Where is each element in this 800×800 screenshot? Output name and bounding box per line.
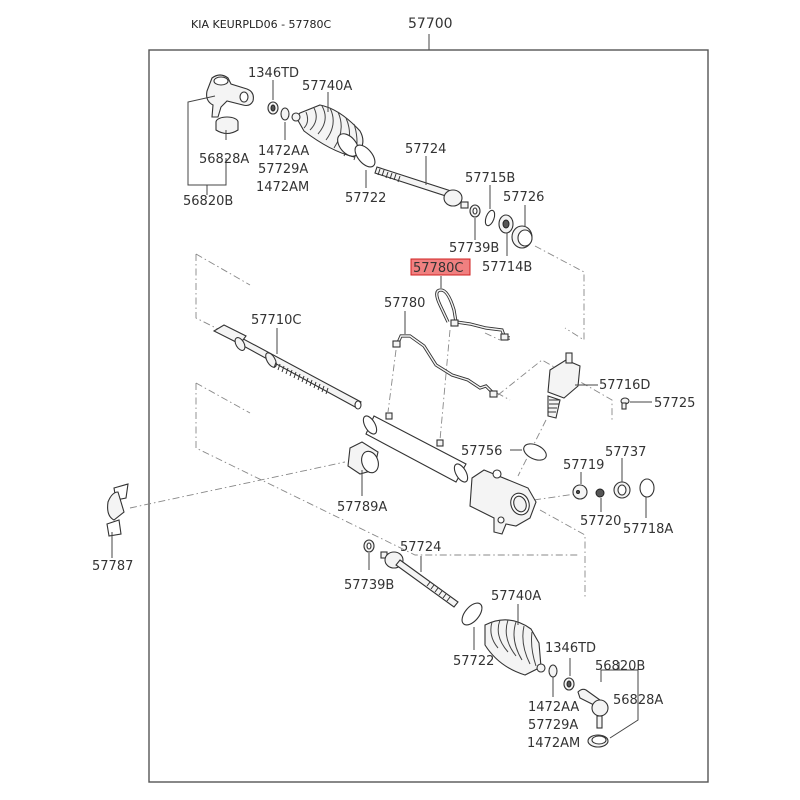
feed-tube-57780c[interactable]	[435, 288, 510, 340]
washer-1472aa-upper[interactable]	[280, 107, 290, 121]
feed-tube-57780c-highlight	[436, 289, 510, 339]
part-label-57722[interactable]: 57722	[345, 191, 386, 206]
lock-nut-57718a[interactable]	[639, 478, 655, 498]
tube-fitting	[500, 333, 509, 341]
steering-rack-57710c[interactable]	[212, 324, 362, 410]
inner-tie-rod-lower[interactable]	[380, 551, 459, 608]
rack-housing-tube[interactable]	[361, 412, 471, 484]
lock-nut-57726[interactable]	[511, 225, 533, 249]
washer-1472aa-lower[interactable]	[548, 664, 558, 678]
part-label-57714B[interactable]: 57714B	[482, 260, 532, 275]
assembly-frame	[148, 49, 709, 783]
part-label-57718A[interactable]: 57718A	[623, 522, 673, 537]
assembly-number-label[interactable]: 57700	[408, 16, 453, 32]
highlight-box-57780C	[410, 258, 471, 276]
part-label-56828A-lower[interactable]: 56828A	[613, 693, 663, 708]
bracket-56820b-upper	[187, 95, 227, 195]
part-label-1472AA-lower[interactable]: 1472AA	[528, 700, 579, 715]
part-label-57725[interactable]: 57725	[654, 396, 695, 411]
bracket-57787[interactable]	[106, 483, 129, 537]
part-label-1346TD-lower[interactable]: 1346TD	[545, 641, 596, 656]
bracket-56820b-lower	[600, 662, 639, 739]
nut-1346td-upper[interactable]	[267, 101, 279, 115]
dust-boot-seal-upper[interactable]	[215, 116, 239, 135]
yoke-57719[interactable]	[572, 484, 588, 500]
part-label-1472AA[interactable]: 1472AA	[258, 144, 309, 159]
lock-washer-57739b-lower[interactable]	[363, 539, 375, 553]
part-label-57780[interactable]: 57780	[384, 296, 425, 311]
part-label-56820B[interactable]: 56820B	[183, 194, 233, 209]
spring-57720[interactable]	[595, 488, 605, 498]
tube-fitting	[392, 340, 401, 348]
dashline-upper-right	[534, 245, 585, 341]
valve-body-57716d[interactable]	[547, 352, 581, 419]
part-label-57716D[interactable]: 57716D	[599, 378, 650, 393]
clip-ring-57722-lower[interactable]	[458, 600, 485, 629]
dashline-bracket	[129, 461, 346, 509]
part-label-57720[interactable]: 57720	[580, 514, 621, 529]
feed-tube-57780-highlight	[396, 335, 497, 395]
part-label-57719[interactable]: 57719	[563, 458, 604, 473]
part-label-57726[interactable]: 57726	[503, 190, 544, 205]
part-label-1346TD[interactable]: 1346TD	[248, 66, 299, 81]
gear-housing[interactable]	[469, 469, 537, 535]
part-label-57737[interactable]: 57737	[605, 445, 646, 460]
part-label-57780C-highlighted[interactable]: 57780C	[413, 261, 463, 276]
dashline-lower-outline	[195, 382, 580, 556]
o-ring-57756[interactable]	[521, 441, 549, 464]
dashline-rack-outline	[195, 253, 251, 341]
dashline-valve-body	[497, 359, 613, 420]
dashline-tubes	[387, 329, 511, 441]
dust-boot-seal-lower[interactable]	[587, 734, 609, 748]
tube-fitting	[489, 390, 498, 398]
bolt-57725[interactable]	[620, 397, 630, 410]
part-label-57715B[interactable]: 57715B	[465, 171, 515, 186]
lock-washer-57739b-upper[interactable]	[469, 204, 481, 218]
part-label-57740A-lower[interactable]: 57740A	[491, 589, 541, 604]
dashline-valve	[533, 493, 576, 501]
bushing-57789a[interactable]	[347, 441, 381, 475]
part-label-1472AM-lower[interactable]: 1472AM	[527, 736, 580, 751]
yoke-plug-57737[interactable]	[613, 481, 631, 499]
part-label-56828A[interactable]: 56828A	[199, 152, 249, 167]
inner-tie-rod-upper[interactable]	[374, 166, 469, 209]
tie-rod-end-upper[interactable]	[206, 74, 254, 118]
part-label-56820B-lower[interactable]: 56820B	[595, 659, 645, 674]
part-label-57740A[interactable]: 57740A	[302, 79, 352, 94]
part-label-57756[interactable]: 57756	[461, 444, 502, 459]
part-label-1472AM[interactable]: 1472AM	[256, 180, 309, 195]
part-label-57729A[interactable]: 57729A	[258, 162, 308, 177]
part-label-57729A-lower[interactable]: 57729A	[528, 718, 578, 733]
nut-1346td-lower[interactable]	[563, 677, 575, 691]
part-label-57710C[interactable]: 57710C	[251, 313, 301, 328]
clip-ring-57722-upper[interactable]	[351, 142, 378, 171]
part-label-57739B[interactable]: 57739B	[449, 241, 499, 256]
part-label-57739B-lower[interactable]: 57739B	[344, 578, 394, 593]
tie-rod-end-lower[interactable]	[577, 688, 609, 729]
diagram-header-title: KIA KEURPLD06 - 57780C	[191, 18, 332, 31]
part-label-57722-lower[interactable]: 57722	[453, 654, 494, 669]
bellows-boot-lower[interactable]	[484, 619, 546, 676]
o-ring-57715b[interactable]	[484, 209, 497, 227]
part-label-57724-lower[interactable]: 57724	[400, 540, 441, 555]
part-label-57787[interactable]: 57787	[92, 559, 133, 574]
dashline-housing-right	[539, 509, 586, 598]
tube-fitting	[450, 319, 459, 327]
yoke-plug-57714b[interactable]	[498, 214, 514, 234]
part-label-57724[interactable]: 57724	[405, 142, 446, 157]
part-label-57789A[interactable]: 57789A	[337, 500, 387, 515]
